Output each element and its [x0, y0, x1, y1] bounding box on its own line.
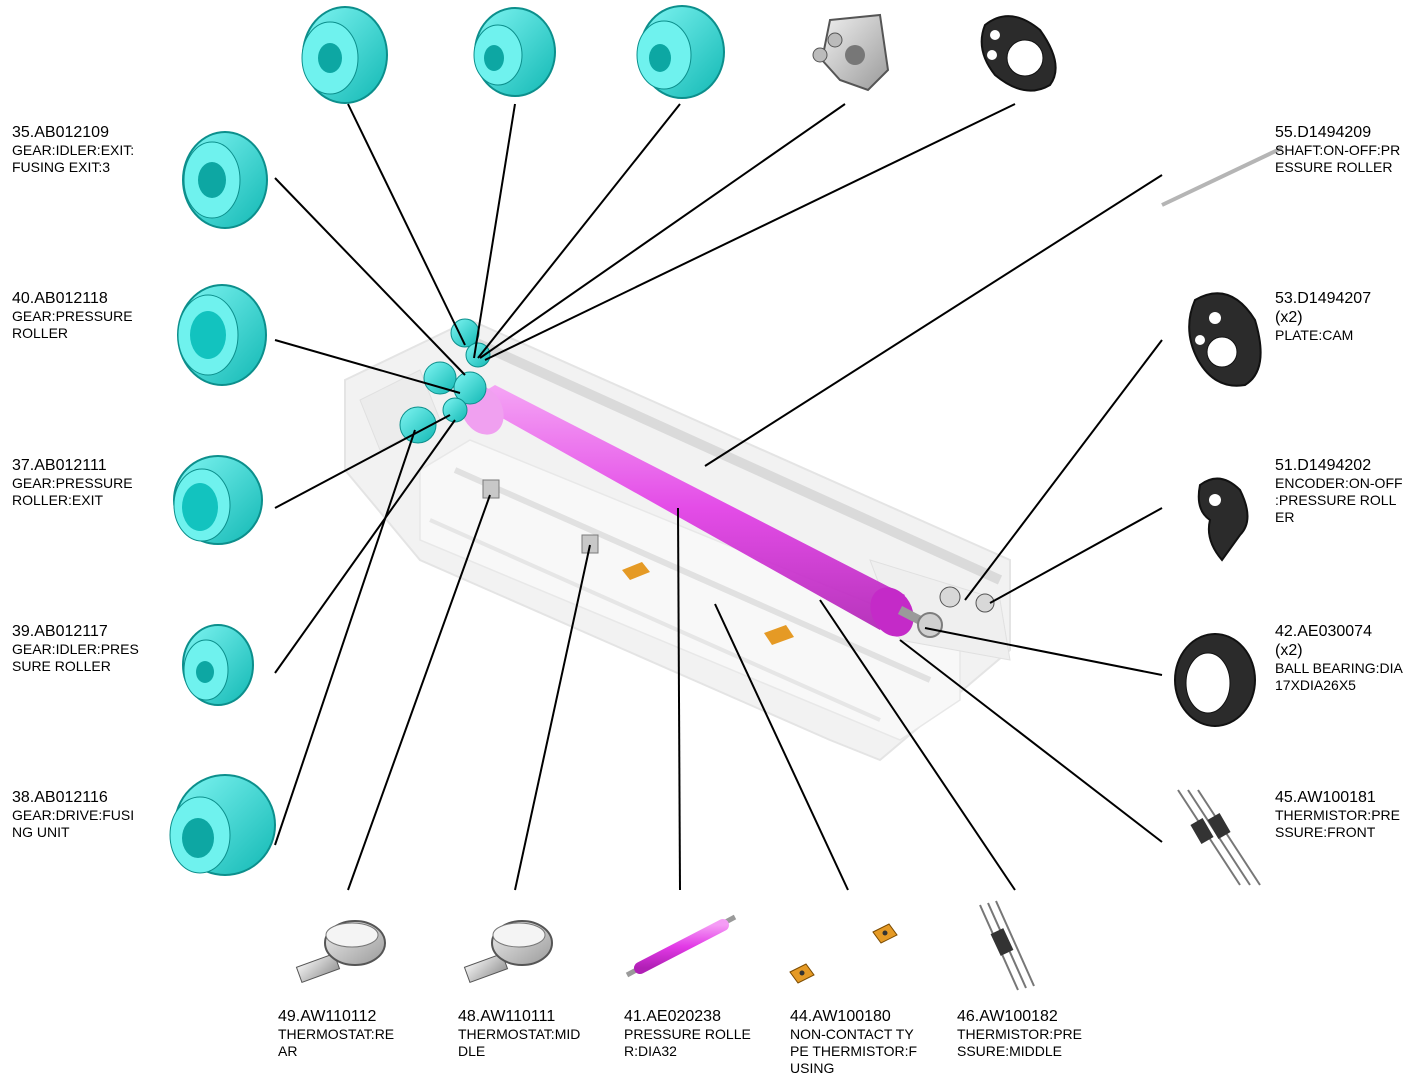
gear-37 — [173, 455, 263, 545]
encoder-51 — [1197, 477, 1249, 562]
part-description: THERMOSTAT:RE AR — [278, 1026, 395, 1059]
part-number: 48.AW110111 — [458, 1008, 556, 1025]
pressure-roller-41 — [625, 914, 737, 978]
part-description: THERMOSTAT:MID DLE — [458, 1026, 581, 1059]
part-label-40: 40.AB012118 GEAR:PRESSURE ROLLER — [12, 289, 172, 342]
gear-40 — [177, 284, 267, 386]
part-number: 49.AW110112 — [278, 1008, 377, 1025]
part-number: 55.D1494209 — [1275, 124, 1372, 141]
part-number: 44.AW100180 — [790, 1008, 891, 1025]
cam-top-5 — [980, 15, 1057, 92]
part-label-42: 42.AE030074 (x2) BALL BEARING:DIA 17XDIA… — [1275, 622, 1425, 694]
sensors-in-assembly — [482, 479, 995, 645]
part-label-51: 51.D1494202 ENCODER:ON-OFF :PRESSURE ROL… — [1275, 456, 1425, 526]
part-label-55: 55.D1494209 SHAFT:ON-OFF:PR ESSURE ROLLE… — [1275, 123, 1425, 176]
part-number: 41.AE020238 — [624, 1008, 721, 1025]
part-description: GEAR:PRESSURE ROLLER:EXIT — [12, 475, 133, 508]
part-label-48: 48.AW110111 THERMOSTAT:MID DLE — [458, 1007, 618, 1060]
ball-bearing-42 — [1174, 633, 1256, 727]
leader-lines — [274, 103, 1163, 891]
thermistor-46 — [979, 900, 1035, 991]
gear-39 — [182, 624, 254, 706]
part-label-44: 44.AW100180 NON-CONTACT TY PE THERMISTOR… — [790, 1007, 950, 1077]
part-description: GEAR:PRESSURE ROLLER — [12, 308, 133, 341]
part-description: NON-CONTACT TY PE THERMISTOR:F USING — [790, 1026, 918, 1076]
part-number: 45.AW100181 — [1275, 789, 1376, 806]
part-number: 51.D1494202 — [1275, 457, 1372, 474]
part-label-45: 45.AW100181 THERMISTOR:PRE SSURE:FRONT — [1275, 788, 1425, 841]
thermistor-45 — [1177, 789, 1261, 886]
part-label-37: 37.AB012111 GEAR:PRESSURE ROLLER:EXIT — [12, 456, 172, 509]
part-label-49: 49.AW110112 THERMOSTAT:RE AR — [278, 1007, 438, 1060]
part-label-39: 39.AB012117 GEAR:IDLER:PRES SURE ROLLER — [12, 622, 172, 675]
part-description: GEAR:IDLER:EXIT: FUSING EXIT:3 — [12, 142, 135, 175]
part-label-53: 53.D1494207 (x2) PLATE:CAM — [1275, 289, 1425, 344]
part-description: SHAFT:ON-OFF:PR ESSURE ROLLER — [1275, 142, 1401, 175]
part-number: 35.AB012109 — [12, 124, 109, 141]
thermostat-49 — [295, 920, 386, 983]
shaft-55 — [1161, 146, 1283, 207]
part-number: 53.D1494207 (x2) — [1275, 290, 1372, 327]
part-description: THERMISTOR:PRE SSURE:MIDDLE — [957, 1026, 1082, 1059]
part-description: GEAR:IDLER:PRES SURE ROLLER — [12, 641, 139, 674]
part-number: 40.AB012118 — [12, 290, 108, 307]
part-number: 37.AB012111 — [12, 457, 107, 474]
part-description: GEAR:DRIVE:FUSI NG UNIT — [12, 807, 135, 840]
part-description: PRESSURE ROLLE R:DIA32 — [624, 1026, 751, 1059]
part-label-38: 38.AB012116 GEAR:DRIVE:FUSI NG UNIT — [12, 788, 172, 841]
part-label-41: 41.AE020238 PRESSURE ROLLE R:DIA32 — [624, 1007, 784, 1060]
gear-top-2 — [473, 7, 556, 97]
bracket-top-4 — [812, 13, 890, 92]
part-label-46: 46.AW100182 THERMISTOR:PRE SSURE:MIDDLE — [957, 1007, 1117, 1060]
part-number: 46.AW100182 — [957, 1008, 1058, 1025]
gear-top-3 — [636, 5, 725, 99]
gear-38 — [169, 774, 276, 876]
gear-35 — [182, 131, 268, 229]
thermostat-48 — [463, 920, 553, 983]
part-description: BALL BEARING:DIA 17XDIA26X5 — [1275, 660, 1403, 694]
cam-plate-53 — [1188, 292, 1262, 387]
part-number: 39.AB012117 — [12, 623, 108, 640]
part-number: 42.AE030074 (x2) — [1275, 623, 1372, 660]
thermistor-44 — [789, 923, 898, 984]
part-description: ENCODER:ON-OFF :PRESSURE ROLL ER — [1275, 475, 1403, 525]
gear-top-1 — [301, 6, 388, 104]
part-number: 38.AB012116 — [12, 789, 108, 806]
part-label-35: 35.AB012109 GEAR:IDLER:EXIT: FUSING EXIT… — [12, 123, 172, 176]
part-description: PLATE:CAM — [1275, 327, 1354, 344]
gear-cluster-in-assembly — [399, 318, 491, 444]
part-description: THERMISTOR:PRE SSURE:FRONT — [1275, 807, 1400, 840]
